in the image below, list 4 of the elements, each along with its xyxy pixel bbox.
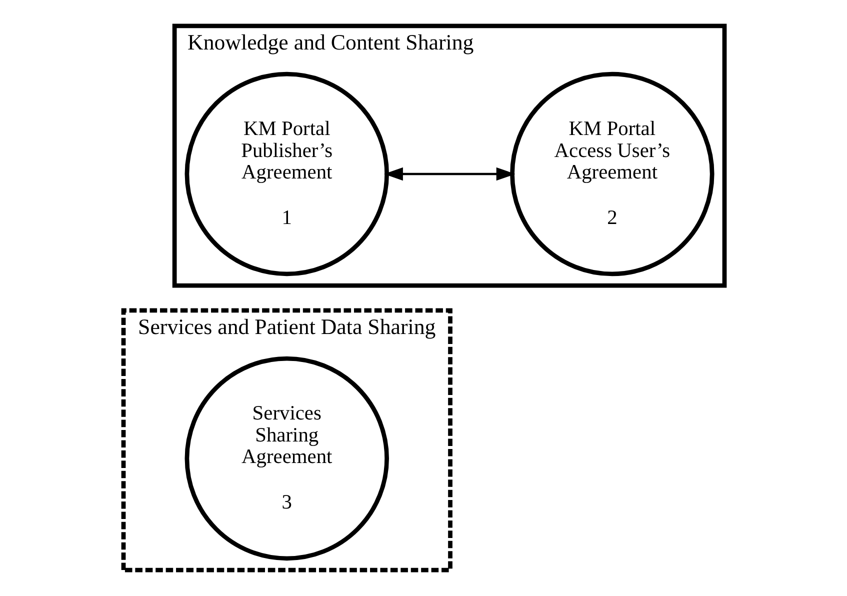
node-circle: KM Portal Access User’s Agreement 2 (510, 72, 714, 276)
node-circle: KM Portal Publisher’s Agreement 1 (184, 72, 388, 276)
arrow (383, 167, 515, 181)
node-circle: Services Sharing Agreement 3 (184, 356, 388, 561)
